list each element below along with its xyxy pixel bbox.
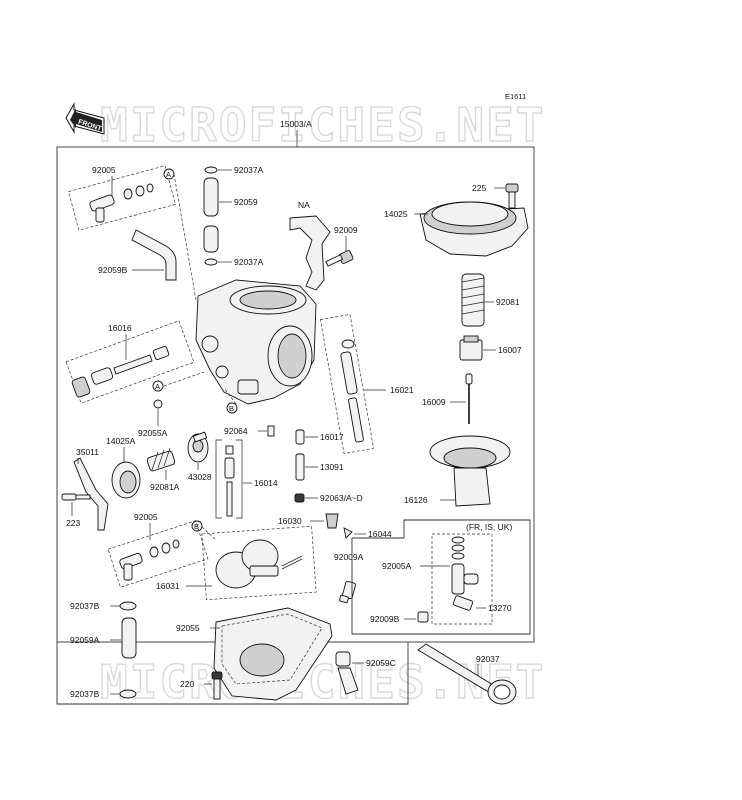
part-92005-fitting-lower xyxy=(107,520,209,588)
label-16007: 16007 xyxy=(498,345,522,355)
label-35011: 35011 xyxy=(76,447,99,457)
label-92063: 92063/A~D xyxy=(320,493,363,503)
part-16016-pilot-screw xyxy=(65,320,195,404)
label-14025: 14025 xyxy=(384,209,408,219)
svg-text:A: A xyxy=(155,382,160,391)
part-92081a-spring xyxy=(146,447,176,472)
watermark-bottom: MICROFICHES.NET xyxy=(100,655,545,709)
label-13270: 13270 xyxy=(488,603,512,613)
part-92009b-screw xyxy=(417,611,429,623)
label-16017: 16017 xyxy=(320,432,344,442)
callout-b-mid: B xyxy=(226,402,238,414)
diagram-code: E1611 xyxy=(505,92,526,101)
svg-text:A: A xyxy=(166,170,171,179)
label-92037b-1: 92037B xyxy=(70,601,100,611)
label-16021: 16021 xyxy=(390,385,414,395)
part-92059a-tube xyxy=(121,617,137,659)
part-float-bowl xyxy=(213,607,333,701)
label-43028: 43028 xyxy=(188,472,212,482)
watermark-top: MICROFICHES.NET xyxy=(100,98,545,152)
label-16044: 16044 xyxy=(368,529,392,539)
part-92005-fitting xyxy=(68,165,176,231)
part-16126-diaphragm-slide xyxy=(429,435,511,507)
label-92055a: 92055A xyxy=(138,428,168,438)
label-92059a: 92059A xyxy=(70,635,100,645)
part-16021-jet-needle xyxy=(320,314,374,454)
label-92064: 92064 xyxy=(224,426,248,436)
label-92009a: 92009A xyxy=(334,552,364,562)
part-14025-top-cover xyxy=(419,201,529,257)
part-92009-screw xyxy=(325,250,354,267)
assembly-label: 15003/A xyxy=(280,119,312,129)
label-92081: 92081 xyxy=(496,297,520,307)
label-92037b-2: 92037B xyxy=(70,689,100,699)
part-92005a-fitting xyxy=(431,533,493,625)
part-16017-needle-jet xyxy=(295,429,305,445)
part-92081-spring xyxy=(461,273,485,327)
label-92037: 92037 xyxy=(476,654,500,664)
label-92081a: 92081A xyxy=(150,482,180,492)
label-92037a-1: 92037A xyxy=(234,165,264,175)
part-225-screw xyxy=(505,183,519,209)
part-92055a-oring xyxy=(153,399,163,409)
part-223-screw xyxy=(61,493,91,501)
part-92037a-clip-2 xyxy=(204,258,218,266)
part-92063-jet xyxy=(294,493,305,503)
callout-a-top: A xyxy=(163,168,175,180)
part-92009a-screw xyxy=(339,580,356,604)
label-223: 223 xyxy=(66,518,80,528)
label-na: NA xyxy=(298,200,310,210)
part-13091-tube xyxy=(295,453,305,481)
part-16044-clip xyxy=(343,527,353,539)
part-92059c-hose xyxy=(335,651,359,695)
label-92055: 92055 xyxy=(176,623,200,633)
part-16007-needle-holder xyxy=(459,335,483,361)
label-92005a: 92005A xyxy=(382,561,412,571)
part-14025a-cover xyxy=(111,461,141,499)
part-220-screw xyxy=(211,671,223,700)
label-92037a-2: 92037A xyxy=(234,257,264,267)
part-92037a-clip-1 xyxy=(204,166,218,174)
part-16014-main-jet-assembly xyxy=(215,439,243,519)
label-14025a: 14025A xyxy=(106,436,136,446)
label-92009: 92009 xyxy=(334,225,358,235)
label-92005-top: 92005 xyxy=(92,165,116,175)
variant-note: (FR, IS, UK) xyxy=(466,522,512,532)
part-92037b-clip-1 xyxy=(119,601,137,611)
label-16031: 16031 xyxy=(156,581,180,591)
label-16009: 16009 xyxy=(422,397,446,407)
part-16009-jet-needle xyxy=(465,373,473,424)
label-16030: 16030 xyxy=(278,516,302,526)
label-92005-mid: 92005 xyxy=(134,512,158,522)
label-16126: 16126 xyxy=(404,495,428,505)
front-arrow-icon: FRONT xyxy=(65,102,105,135)
label-92009b: 92009B xyxy=(370,614,400,624)
part-na-bracket xyxy=(289,215,331,291)
label-13091: 13091 xyxy=(320,462,344,472)
part-92059b-hose xyxy=(131,229,177,281)
part-92059-tube xyxy=(203,177,219,253)
part-92037b-clip-2 xyxy=(119,689,137,699)
label-92059: 92059 xyxy=(234,197,258,207)
label-92059c: 92059C xyxy=(366,658,396,668)
label-16014: 16014 xyxy=(254,478,278,488)
part-16031-float xyxy=(201,525,317,601)
part-92064-jet xyxy=(267,425,275,437)
svg-text:B: B xyxy=(229,404,234,413)
part-carburetor-body xyxy=(195,279,317,405)
part-16030-float-valve xyxy=(325,513,339,529)
label-16016: 16016 xyxy=(108,323,132,333)
label-225: 225 xyxy=(472,183,486,193)
svg-text:B: B xyxy=(194,522,199,531)
part-43028-diaphragm xyxy=(187,431,209,463)
label-220: 220 xyxy=(180,679,194,689)
label-92059b: 92059B xyxy=(98,265,128,275)
assembly-frame-lower xyxy=(56,642,409,705)
part-92037-tool xyxy=(417,643,517,705)
variant-frame xyxy=(351,519,531,635)
callout-a-mid: A xyxy=(152,380,164,392)
